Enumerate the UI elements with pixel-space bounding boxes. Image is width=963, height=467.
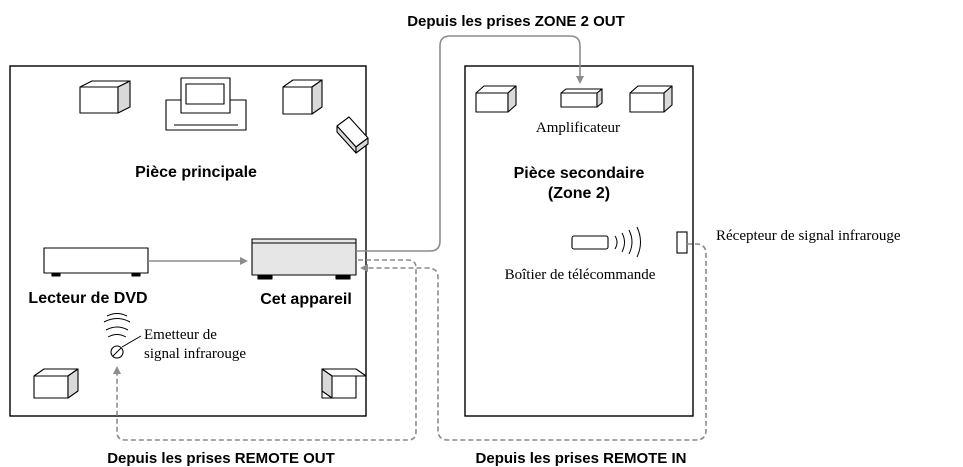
remote-out-label: Depuis les prises REMOTE OUT bbox=[107, 450, 335, 467]
amplifier-label: Amplificateur bbox=[536, 120, 620, 136]
speaker-icon bbox=[79, 80, 131, 114]
ir-emitter-label-line1: Emetteur de bbox=[144, 327, 217, 343]
remote-control-label: Boîtier de télécommande bbox=[505, 267, 656, 283]
dvd-player-label: Lecteur de DVD bbox=[28, 290, 147, 307]
speaker-icon bbox=[475, 85, 517, 113]
amplifier-icon bbox=[251, 238, 357, 280]
zone2-out-cable bbox=[356, 35, 584, 252]
speaker-icon bbox=[336, 116, 369, 154]
main-room-label: Pièce principale bbox=[135, 164, 257, 181]
remote-out-cable bbox=[113, 259, 417, 441]
secondary-room-label-line2: (Zone 2) bbox=[548, 185, 610, 202]
speaker-icon bbox=[321, 368, 367, 399]
remote-control-icon bbox=[571, 226, 641, 258]
ir-emitter-label-line2: signal infrarouge bbox=[144, 346, 246, 362]
ir-receiver-icon bbox=[676, 231, 688, 254]
speaker-icon bbox=[282, 79, 323, 115]
remote-in-cable bbox=[360, 243, 707, 441]
remote-in-label: Depuis les prises REMOTE IN bbox=[476, 450, 687, 467]
secondary-room-label-line1: Pièce secondaire bbox=[514, 165, 645, 182]
ir-receiver-label: Récepteur de signal infrarouge bbox=[716, 228, 901, 244]
tv-icon bbox=[165, 77, 247, 131]
dvd-player-icon bbox=[43, 247, 149, 277]
amplifier-icon bbox=[560, 88, 603, 108]
ir-emitter-icon bbox=[103, 313, 142, 359]
speaker-icon bbox=[33, 368, 79, 399]
zone2-out-label: Depuis les prises ZONE 2 OUT bbox=[407, 13, 625, 30]
this-unit-label: Cet appareil bbox=[260, 291, 352, 308]
speaker-icon bbox=[629, 85, 673, 113]
